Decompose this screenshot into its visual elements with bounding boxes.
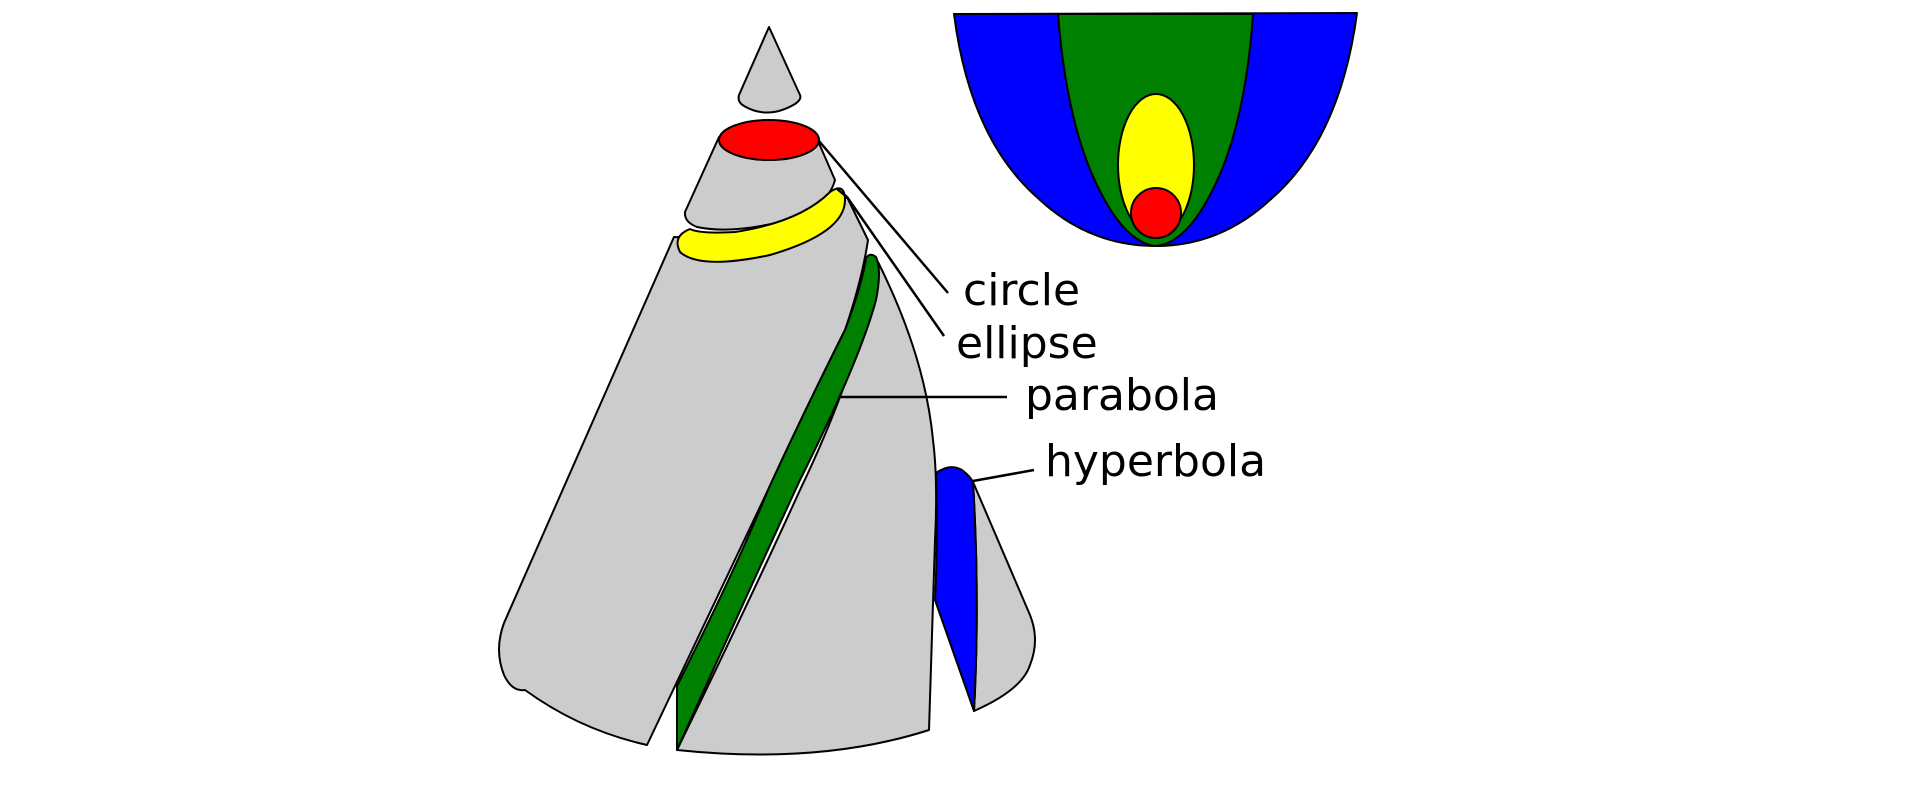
circle-leader — [818, 140, 949, 294]
parabola-label: parabola — [1025, 370, 1219, 421]
circle-label: circle — [963, 265, 1080, 316]
circle-section — [718, 119, 820, 161]
hyperbola-label: hyperbola — [1045, 436, 1266, 487]
cone-right-sliver — [972, 481, 1036, 712]
cone-tip-piece — [737, 26, 802, 114]
ellipse-section — [676, 187, 846, 263]
ellipse-leader-inner — [835, 187, 848, 198]
cone-sections — [676, 119, 978, 751]
leader-lines — [818, 140, 1035, 483]
cone-lower-right-piece — [676, 261, 938, 756]
ellipse-label: ellipse — [956, 318, 1098, 369]
labels: circle ellipse parabola hyperbola — [956, 265, 1266, 487]
conics-inset — [953, 12, 1358, 247]
parabola-section — [676, 253, 880, 751]
ellipse-leader — [845, 196, 946, 337]
inset-circle — [1130, 187, 1182, 239]
hyperbola-section — [934, 466, 978, 712]
hyperbola-leader — [972, 468, 1035, 483]
